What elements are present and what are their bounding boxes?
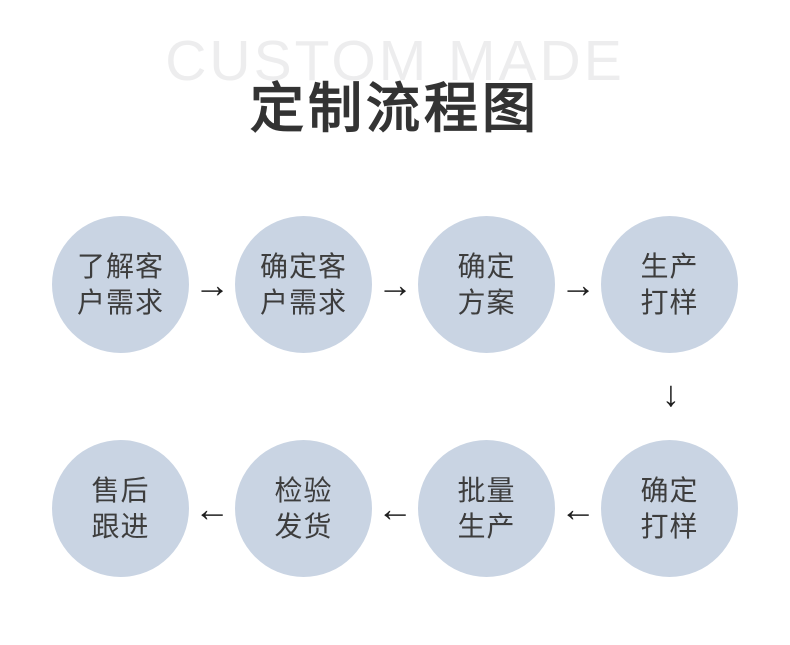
step-circle-5-confirm-sample: 确定 打样 [601,440,738,577]
step-text-line: 打样 [640,510,699,542]
arrow-left-icon: ← [194,487,230,529]
step-text-line: 发货 [274,510,333,542]
step-label: 生产 打样 [640,249,698,321]
step-circle-3-confirm-plan: 确定 方案 [418,216,555,353]
arrow-left-icon: ← [560,487,596,529]
step-text-line: 检验 [274,474,333,506]
watermark-text: CUSTOM MADE [165,29,625,93]
page-title: 定制流程图 [250,79,540,139]
step-text-line: 户需求 [259,286,347,318]
step-text-line: 户需求 [76,286,164,318]
step-text-line: 方案 [457,286,516,318]
arrow-right-icon: → [377,263,413,305]
step-label: 确定客 户需求 [260,249,347,321]
step-text-line: 售后 [91,474,150,506]
step-circle-6-mass-production: 批量 生产 [418,440,555,577]
arrow-down-icon: ↓ [662,373,680,414]
arrow-right-icon: → [560,263,596,305]
step-text-line: 确定客 [259,250,347,282]
step-label: 确定 打样 [640,473,698,545]
step-text-line: 确定 [457,250,516,282]
flow-row-bottom: 售后 跟进 ← 检验 发货 ← 批量 生产 ← 确定 打样 [0,440,790,577]
step-text-line: 生产 [457,510,516,542]
step-text-line: 确定 [640,474,699,506]
step-label: 批量 生产 [457,473,515,545]
step-label: 了解客 户需求 [77,249,164,321]
step-label: 确定 方案 [457,249,515,321]
flow-row-top: 了解客 户需求 → 确定客 户需求 → 确定 方案 → 生产 打样 [0,216,790,353]
step-text-line: 生产 [640,250,699,282]
step-circle-1-understand-needs: 了解客 户需求 [52,216,189,353]
arrow-right-icon: → [194,263,230,305]
step-circle-4-production-sample: 生产 打样 [601,216,738,353]
step-label: 售后 跟进 [91,473,149,545]
step-circle-2-confirm-needs: 确定客 户需求 [235,216,372,353]
step-circle-7-inspect-ship: 检验 发货 [235,440,372,577]
step-text-line: 批量 [457,474,516,506]
step-text-line: 了解客 [76,250,164,282]
step-label: 检验 发货 [274,473,332,545]
step-text-line: 跟进 [91,510,150,542]
arrow-left-icon: ← [377,487,413,529]
step-circle-8-after-sales: 售后 跟进 [52,440,189,577]
step-text-line: 打样 [640,286,699,318]
